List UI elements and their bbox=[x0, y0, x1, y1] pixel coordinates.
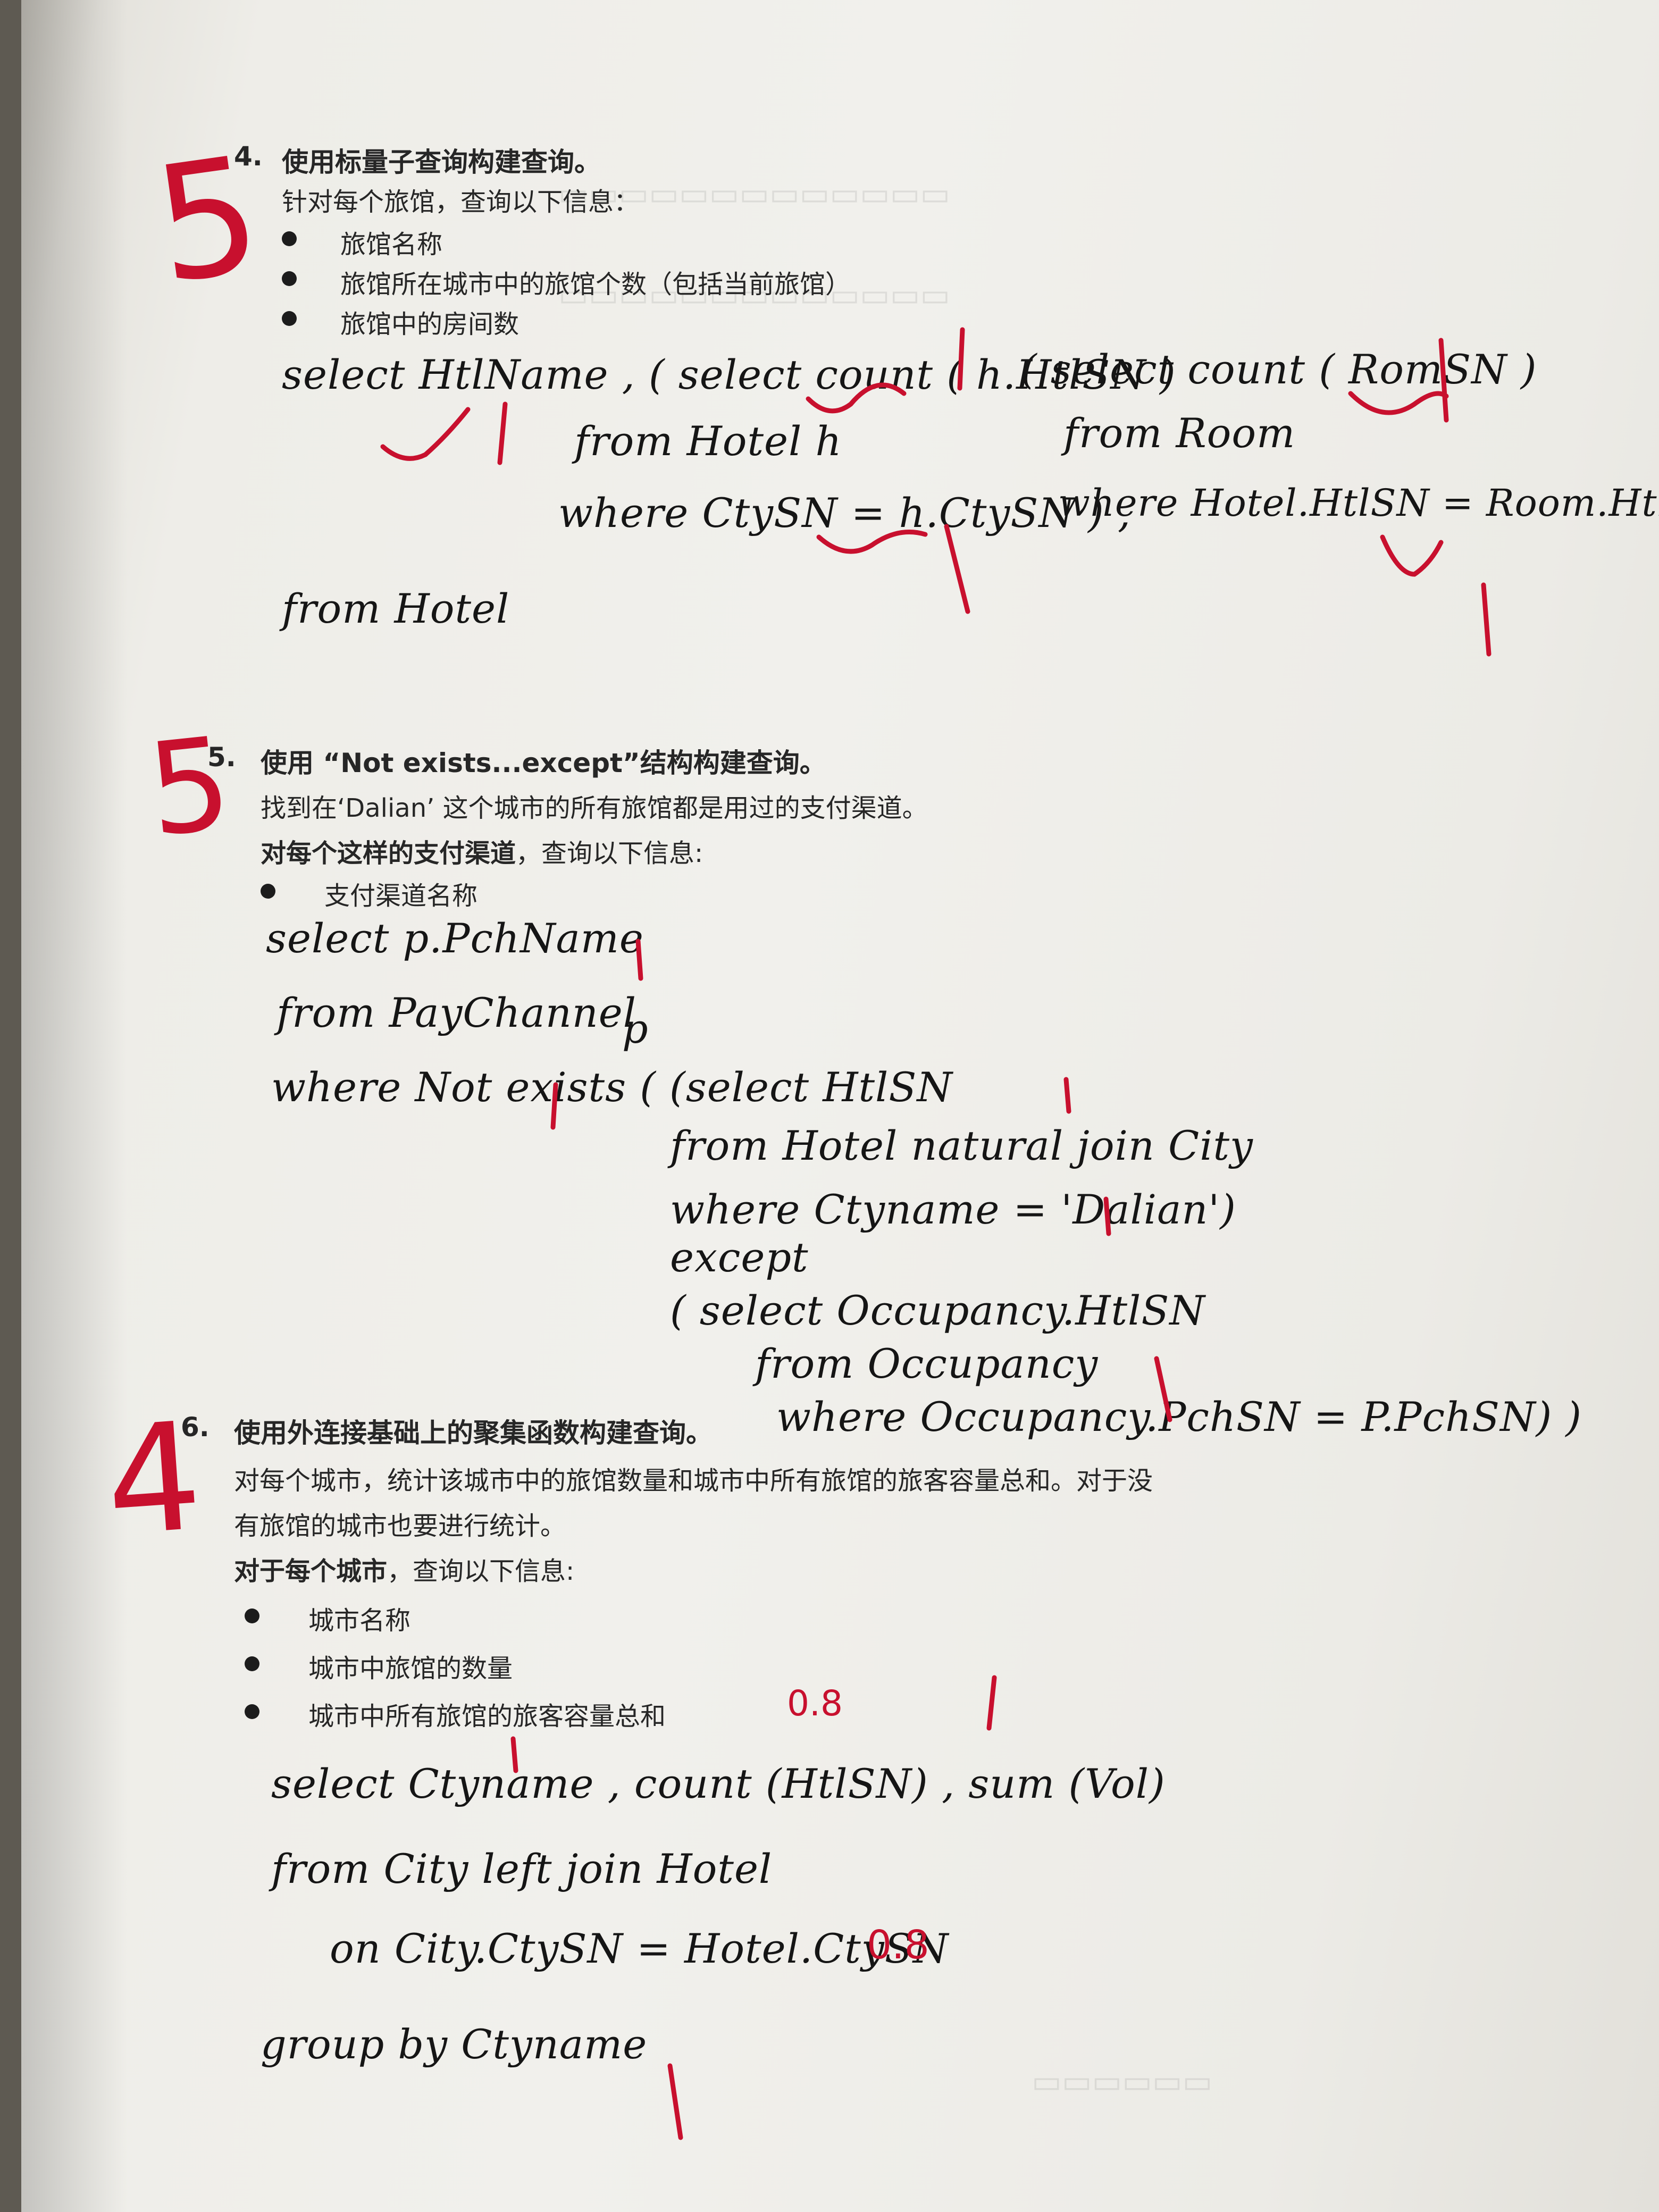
q6-intro-2: 有旅馆的城市也要进行统计。 bbox=[234, 1511, 566, 1541]
check-mark-icon bbox=[1380, 534, 1444, 577]
q6-answer-l3: on City.CtySN = Hotel.CtySN bbox=[330, 1925, 949, 1972]
underline-mark bbox=[816, 530, 928, 554]
q5-lead-bold: 对每个这样的支付渠道 bbox=[261, 839, 516, 868]
q6-number: 6. bbox=[181, 1412, 210, 1443]
bullet-icon bbox=[282, 271, 297, 286]
q6-answer-l4: group by Ctyname bbox=[261, 2021, 648, 2068]
q6-title: 使用外连接基础上的聚集函数构建查询。 bbox=[234, 1418, 713, 1448]
q5-intro: 找到在‘Dalian’ 这个城市的所有旅馆都是用过的支付渠道。 bbox=[261, 793, 928, 823]
bullet-icon bbox=[282, 231, 297, 246]
bleed-through-text: ▭▭▭▭▭▭▭▭▭▭▭▭▭ bbox=[558, 175, 950, 213]
q4-answer-line-2a: from Hotel h bbox=[574, 417, 842, 465]
q4-answer-line-3b: where Hotel.HtlSN = Room.HtlSN ) bbox=[1058, 481, 1659, 525]
q6-bullet-3: 城市中所有旅馆的旅客容量总和 bbox=[308, 1702, 666, 1731]
q5-number: 5. bbox=[207, 742, 236, 773]
q4-intro: 针对每个旅馆，查询以下信息： bbox=[282, 187, 640, 217]
q5-lead: 对每个这样的支付渠道，查询以下信息: bbox=[261, 832, 703, 869]
tick-mark-icon bbox=[1154, 1356, 1172, 1422]
tick-mark-icon bbox=[635, 939, 643, 981]
tick-mark-icon bbox=[986, 1675, 997, 1731]
bullet-icon bbox=[261, 884, 275, 899]
q5-answer-l7: ( select Occupancy.HtlSN bbox=[670, 1287, 1205, 1334]
q4-answer-line-4: from Hotel bbox=[282, 585, 510, 632]
worksheet-page: ▭▭▭▭▭▭▭▭▭▭▭▭▭ ▭▭▭▭▭▭▭▭▭▭▭▭▭ ▭▭▭▭▭▭ 5 4. … bbox=[21, 0, 1659, 2212]
q5-answer-l5: where Ctyname = 'Dalian') bbox=[670, 1186, 1236, 1233]
q4-answer-line-2b: from Room bbox=[1063, 409, 1296, 457]
q5-answer-l8: from Occupancy bbox=[755, 1340, 1099, 1387]
tick-mark-icon bbox=[1103, 1196, 1111, 1236]
q5-answer-l2: from PayChannel bbox=[276, 989, 636, 1036]
q5-lead-rest: ，查询以下信息: bbox=[516, 839, 703, 868]
q5-answer-l3: where Not exists ( (select HtlSN bbox=[271, 1063, 953, 1111]
tick-mark-icon bbox=[1063, 1077, 1071, 1114]
page-binding-shadow bbox=[21, 0, 128, 2212]
q6-score-2: 0.8 bbox=[867, 1922, 929, 1968]
q4-bullet-2: 旅馆所在城市中的旅馆个数（包括当前旅馆） bbox=[340, 270, 851, 299]
check-mark-icon bbox=[380, 407, 471, 461]
bullet-icon bbox=[245, 1704, 259, 1719]
q6-answer-l2: from City left join Hotel bbox=[271, 1845, 773, 1892]
q4-title: 使用标量子查询构建查询。 bbox=[282, 147, 601, 178]
tick-mark-icon bbox=[510, 1736, 518, 1773]
tick-mark-icon bbox=[957, 327, 965, 391]
q5-title: 使用 “Not exists...except”结构构建查询。 bbox=[261, 748, 826, 778]
tick-mark-icon bbox=[550, 1082, 558, 1130]
q4-bullet-1: 旅馆名称 bbox=[340, 230, 443, 259]
q5-bullet-1: 支付渠道名称 bbox=[324, 881, 478, 911]
q6-bullet-2: 城市中旅馆的数量 bbox=[308, 1654, 513, 1683]
q5-answer-l2b: p bbox=[622, 1005, 649, 1052]
q4-answer-line-1a: select HtlName , ( select count ( h.HtlS… bbox=[282, 351, 1176, 398]
tick-mark-icon bbox=[667, 2063, 683, 2140]
bullet-icon bbox=[282, 311, 297, 326]
q6-intro-1: 对每个城市，统计该城市中的旅馆数量和城市中所有旅馆的旅客容量总和。对于没 bbox=[234, 1466, 1153, 1496]
tick-mark-icon bbox=[1481, 582, 1492, 657]
q5-answer-l6: except bbox=[670, 1234, 809, 1281]
tick-mark-icon bbox=[944, 524, 970, 614]
q6-answer-l1: select Ctyname , count (HtlSN) , sum (Vo… bbox=[271, 1760, 1166, 1807]
tick-mark-icon bbox=[1438, 338, 1449, 423]
q4-answer-line-3a: where CtySN = h.CtySN ) , bbox=[558, 489, 1132, 537]
q5-answer-l9: where Occupancy.PchSN = P.PchSN) ) bbox=[776, 1393, 1582, 1440]
underline-mark bbox=[1348, 391, 1449, 415]
q4-bullet-3: 旅馆中的房间数 bbox=[340, 309, 520, 339]
bleed-through-text: ▭▭▭▭▭▭ bbox=[1032, 2063, 1213, 2100]
bleed-through-text: ▭▭▭▭▭▭▭▭▭▭▭▭▭ bbox=[558, 276, 950, 314]
q6-bullet-1: 城市名称 bbox=[308, 1606, 411, 1636]
bullet-icon bbox=[245, 1656, 259, 1671]
q5-answer-l1: select p.PchName bbox=[266, 915, 644, 962]
q6-lead: 对于每个城市，查询以下信息: bbox=[234, 1550, 574, 1587]
red-pen-marks bbox=[380, 327, 1492, 2140]
underline-mark bbox=[806, 382, 907, 414]
q6-score-1: 0.8 bbox=[787, 1683, 843, 1724]
bullet-icon bbox=[245, 1608, 259, 1623]
q6-lead-rest: ，查询以下信息: bbox=[387, 1556, 575, 1586]
q5-answer-l4: from Hotel natural join City bbox=[670, 1122, 1253, 1169]
q4-number: 4. bbox=[234, 141, 263, 172]
tick-mark-icon bbox=[497, 401, 508, 465]
q4-answer-line-1b: ( select count ( RomSN ) bbox=[1021, 346, 1537, 393]
q6-lead-bold: 对于每个城市 bbox=[234, 1556, 388, 1586]
